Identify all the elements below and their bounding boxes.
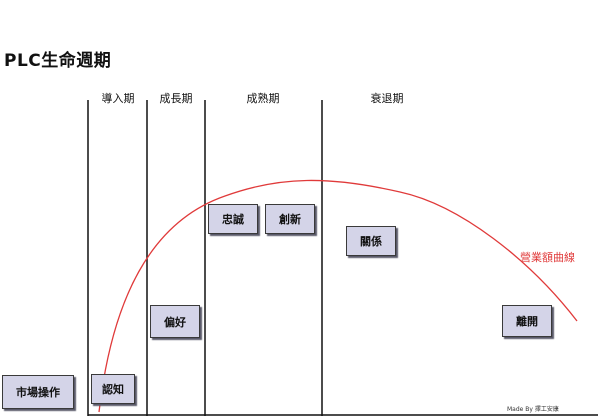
phase-label-decline: 衰退期 (370, 92, 404, 105)
box-innovation: 創新 (265, 204, 315, 234)
box-awareness: 認知 (91, 374, 135, 404)
box-preference: 偏好 (150, 305, 200, 338)
revenue-curve (98, 179, 578, 413)
box-loyalty: 忠誠 (208, 204, 258, 234)
box-departure: 離開 (502, 305, 552, 337)
phase-label-maturity: 成熟期 (246, 92, 280, 105)
phase-label-growth: 成長期 (159, 92, 193, 105)
page-title: PLC生命週期 (4, 51, 112, 71)
revenue-curve-label: 營業額曲線 (520, 251, 575, 264)
credit-text: Made By 擇工安康 (507, 406, 559, 413)
box-relationship: 關係 (346, 226, 396, 256)
phase-label-introduction: 導入期 (101, 92, 135, 105)
box-market-operation: 市場操作 (2, 375, 74, 409)
